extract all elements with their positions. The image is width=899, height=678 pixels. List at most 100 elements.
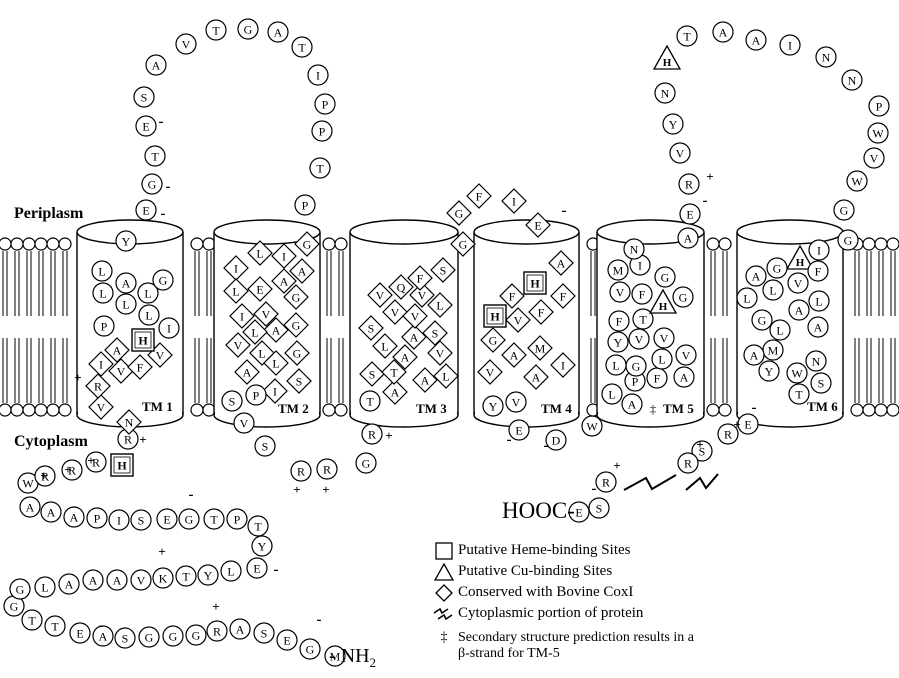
- lipid-head: [23, 404, 35, 416]
- residue-letter: A: [122, 277, 131, 291]
- residue-letter: H: [530, 277, 540, 291]
- residue-letter: G: [10, 600, 19, 614]
- residue-57: L: [116, 294, 136, 314]
- residue-70: V: [176, 34, 196, 54]
- residue-54: I: [159, 318, 179, 338]
- residue-2: G: [300, 639, 320, 659]
- residue-letter: H: [138, 334, 148, 348]
- residue-179: N: [655, 83, 675, 103]
- residue-206: M: [763, 340, 783, 360]
- residue-letter: V: [870, 152, 879, 166]
- residue-letter: P: [234, 513, 241, 527]
- residue-20: A: [107, 570, 127, 590]
- residue-letter: A: [401, 351, 410, 365]
- strand-note-mark-tm5: ‡: [650, 402, 656, 416]
- residue-109: T: [360, 391, 380, 411]
- residue-letter: G: [159, 274, 168, 288]
- residue-letter: Y: [258, 540, 267, 554]
- residue-letter: H: [117, 459, 127, 473]
- residue-218: S: [589, 498, 609, 518]
- residue-135: H: [524, 272, 546, 294]
- residue-letter: G: [185, 513, 194, 527]
- residue-letter: A: [113, 574, 122, 588]
- residue-letter: L: [122, 298, 129, 312]
- residue-77: P: [312, 121, 332, 141]
- residue-197: G: [767, 258, 787, 278]
- residue-150: D: [546, 430, 566, 450]
- lipid-head: [707, 404, 719, 416]
- residue-7: G: [186, 625, 206, 645]
- residue-188: W: [868, 123, 888, 143]
- residue-letter: W: [586, 420, 598, 434]
- residue-letter: M: [535, 342, 546, 356]
- residue-64: E: [136, 200, 156, 220]
- residue-letter: E: [256, 283, 263, 297]
- residue-letter: E: [515, 424, 522, 438]
- residue-184: I: [780, 35, 800, 55]
- residue-letter: E: [163, 513, 170, 527]
- lipid-head: [59, 238, 71, 250]
- residue-9: G: [139, 627, 159, 647]
- residue-160: L: [652, 349, 672, 369]
- residue-letter: M: [613, 264, 624, 278]
- residue-181: T: [677, 26, 697, 46]
- lipid-head: [191, 238, 203, 250]
- positive-charge-mark: +: [696, 437, 703, 452]
- residue-173: N: [624, 239, 644, 259]
- residue-28: T: [248, 516, 268, 536]
- negative-charge-mark: -: [99, 618, 104, 634]
- residue-175: E: [680, 204, 700, 224]
- residue-35: P: [87, 508, 107, 528]
- negative-charge-mark: -: [752, 400, 757, 416]
- residue-193: I: [809, 240, 829, 260]
- residue-letter: S: [261, 627, 268, 641]
- residue-letter: N: [661, 87, 670, 101]
- residue-letter: R: [323, 463, 331, 477]
- residue-letter: E: [744, 418, 751, 432]
- residue-letter: V: [660, 332, 669, 346]
- lipid-head: [35, 404, 47, 416]
- residue-letter: I: [316, 69, 320, 83]
- residue-4: S: [254, 623, 274, 643]
- residue-152: A: [622, 394, 642, 414]
- negative-charge-mark: -: [544, 438, 549, 454]
- residue-letter: G: [292, 291, 301, 305]
- lipid-head: [863, 238, 875, 250]
- residue-letter: P: [322, 98, 329, 112]
- residue-letter: V: [512, 396, 521, 410]
- residue-letter: V: [137, 574, 146, 588]
- helix-label-tm6: TM 6: [807, 399, 838, 414]
- residue-203: G: [752, 310, 772, 330]
- residue-letter: E: [686, 208, 693, 222]
- helix-label-tm1: TM 1: [142, 399, 173, 414]
- residue-letter: A: [752, 270, 761, 284]
- helix-top-tm3: [350, 220, 458, 244]
- residue-letter: A: [814, 321, 823, 335]
- residue-79: P: [295, 195, 315, 215]
- residue-154: F: [647, 368, 667, 388]
- residue-letter: E: [142, 204, 149, 218]
- residue-letter: F: [509, 290, 516, 304]
- residue-letter: G: [192, 629, 201, 643]
- residue-letter: T: [51, 620, 59, 634]
- residue-61: L: [93, 283, 113, 303]
- residue-183: A: [746, 30, 766, 50]
- residue-letter: Y: [614, 336, 623, 350]
- residue-letter: W: [872, 127, 884, 141]
- residue-162: V: [629, 329, 649, 349]
- residue-letter: I: [638, 259, 642, 273]
- residue-letter: L: [232, 285, 239, 299]
- residue-letter: T: [28, 614, 36, 628]
- residue-letter: L: [436, 299, 443, 313]
- residue-letter: V: [682, 349, 691, 363]
- residue-172: M: [608, 260, 628, 280]
- residue-letter: P: [302, 199, 309, 213]
- residue-letter: F: [417, 272, 424, 286]
- negative-charge-mark: -: [189, 487, 194, 503]
- residue-158: L: [602, 384, 622, 404]
- residue-letter: S: [141, 91, 148, 105]
- residue-letter: T: [366, 395, 374, 409]
- residue-177: V: [670, 143, 690, 163]
- lipid-head: [335, 404, 347, 416]
- residue-196: V: [788, 273, 808, 293]
